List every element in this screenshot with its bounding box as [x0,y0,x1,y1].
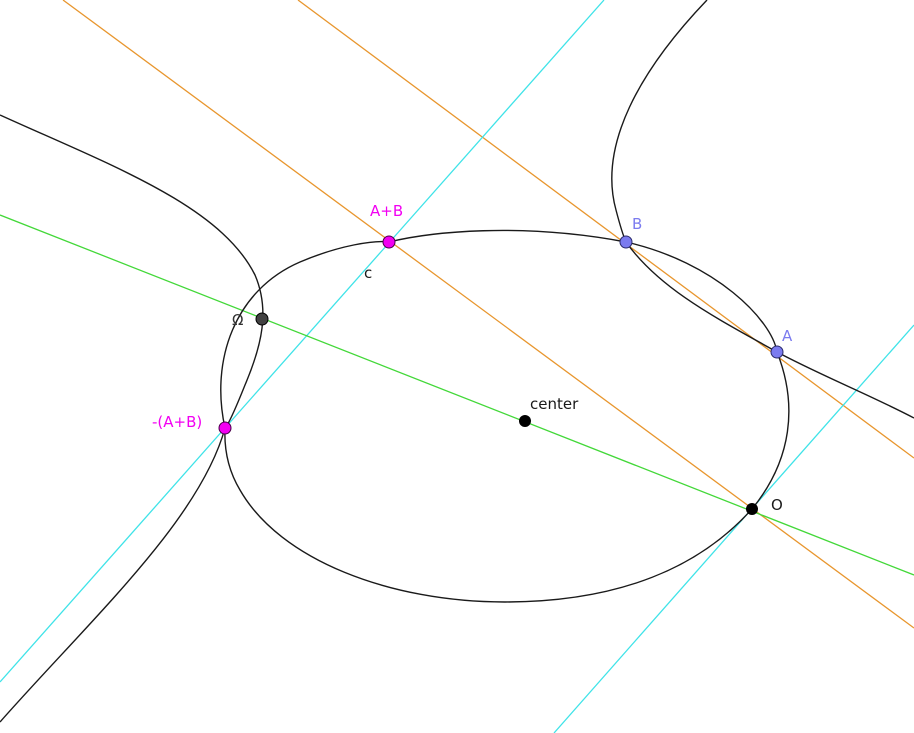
cubic-curve-left-branch[interactable] [0,114,264,723]
point-center[interactable] [519,415,531,427]
label-Omega: Ω [232,311,243,329]
point-A[interactable] [770,345,784,359]
orange-line-through-AplusB-O[interactable] [62,0,914,629]
point-neg-A-plus-B[interactable] [218,421,232,435]
cyan-line-through-negAplusB-AplusB[interactable] [0,0,605,683]
label-neg-A-plus-B: -(A+B) [152,413,202,431]
label-O: O [771,496,783,514]
label-center: center [530,395,579,413]
cyan-line-through-O[interactable] [553,324,914,733]
orange-line-through-A-B[interactable] [297,0,914,459]
point-B[interactable] [619,235,633,249]
point-A-plus-B[interactable] [382,235,396,249]
cubic-curve-right-branch[interactable] [611,0,914,419]
label-A: A [782,327,793,345]
label-A-plus-B: A+B [370,202,403,220]
green-line-through-Omega-center-O[interactable] [0,214,914,576]
point-Omega[interactable] [255,312,269,326]
label-c: c [364,264,372,282]
conic-c-ellipse[interactable] [220,229,790,603]
point-O[interactable] [746,503,758,515]
label-B: B [632,215,642,233]
